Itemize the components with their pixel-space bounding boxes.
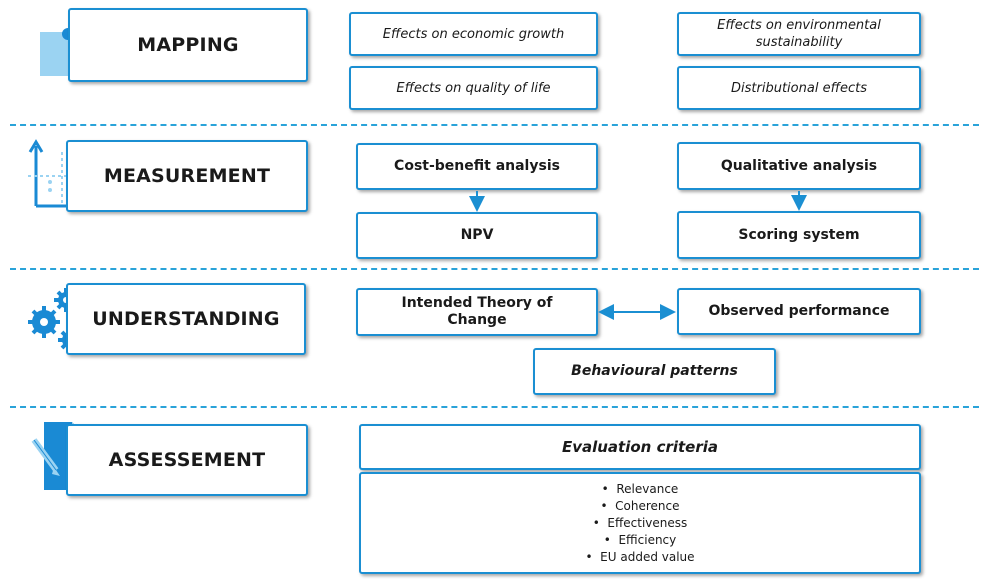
criteria-item: • Efficiency (603, 532, 677, 547)
assessement-stage-label: ASSESSEMENT (108, 449, 266, 471)
measurement-item-cost-benefit: Cost-benefit analysis (356, 143, 598, 190)
mapping-item-distributional-effects: Distributional effects (677, 66, 921, 110)
section-separator (10, 268, 979, 270)
evaluation-criteria-header: Evaluation criteria (359, 424, 921, 470)
criteria-item-label: Relevance (616, 481, 679, 496)
criteria-item-label: EU added value (600, 549, 695, 564)
mapping-item-label: Distributional effects (731, 80, 867, 96)
measurement-item-label: NPV (460, 227, 494, 243)
mapping-item-label: Effects on quality of life (396, 80, 551, 96)
mapping-stage-box: MAPPING (68, 8, 308, 82)
section-separator (10, 406, 979, 408)
measurement-item-npv: NPV (356, 212, 598, 259)
criteria-item-label: Effectiveness (607, 515, 688, 530)
criteria-item-label: Coherence (615, 498, 680, 513)
criteria-item: • Effectiveness (592, 515, 688, 530)
understanding-item-behavioural-patterns: Behavioural patterns (533, 348, 776, 395)
mapping-item-environmental-sustainability: Effects on environmental sustainability (677, 12, 921, 56)
evaluation-criteria-title: Evaluation criteria (561, 438, 719, 456)
understanding-item-label: Behavioural patterns (571, 363, 738, 379)
assessement-stage-box: ASSESSEMENT (66, 424, 308, 496)
measurement-item-qualitative: Qualitative analysis (677, 142, 921, 190)
understanding-item-label: Observed performance (708, 303, 890, 319)
mapping-item-economic-growth: Effects on economic growth (349, 12, 598, 56)
measurement-item-label: Scoring system (738, 226, 860, 243)
criteria-item-label: Efficiency (618, 532, 677, 547)
measurement-stage-box: MEASUREMENT (66, 140, 308, 212)
measurement-item-label: Qualitative analysis (720, 157, 878, 174)
understanding-stage-box: UNDERSTANDING (66, 283, 306, 355)
understanding-stage-label: UNDERSTANDING (92, 308, 280, 330)
criteria-item: • Relevance (601, 481, 679, 496)
mapping-stage-label: MAPPING (137, 34, 239, 56)
understanding-item-theory-of-change: Intended Theory of Change (356, 288, 598, 336)
mapping-item-label: Effects on economic growth (382, 26, 565, 42)
section-separator (10, 124, 979, 126)
measurement-item-scoring-system: Scoring system (677, 211, 921, 259)
criteria-item: • EU added value (585, 549, 695, 564)
criteria-item: • Coherence (600, 498, 680, 513)
mapping-item-label: Effects on environmental sustainability (717, 18, 881, 50)
understanding-item-observed-performance: Observed performance (677, 288, 921, 335)
understanding-item-label: Intended Theory of Change (401, 295, 553, 328)
measurement-stage-label: MEASUREMENT (103, 165, 271, 187)
evaluation-criteria-list: • Relevance • Coherence • Effectiveness … (359, 472, 921, 574)
mapping-item-quality-of-life: Effects on quality of life (349, 66, 598, 110)
measurement-item-label: Cost-benefit analysis (394, 158, 560, 174)
